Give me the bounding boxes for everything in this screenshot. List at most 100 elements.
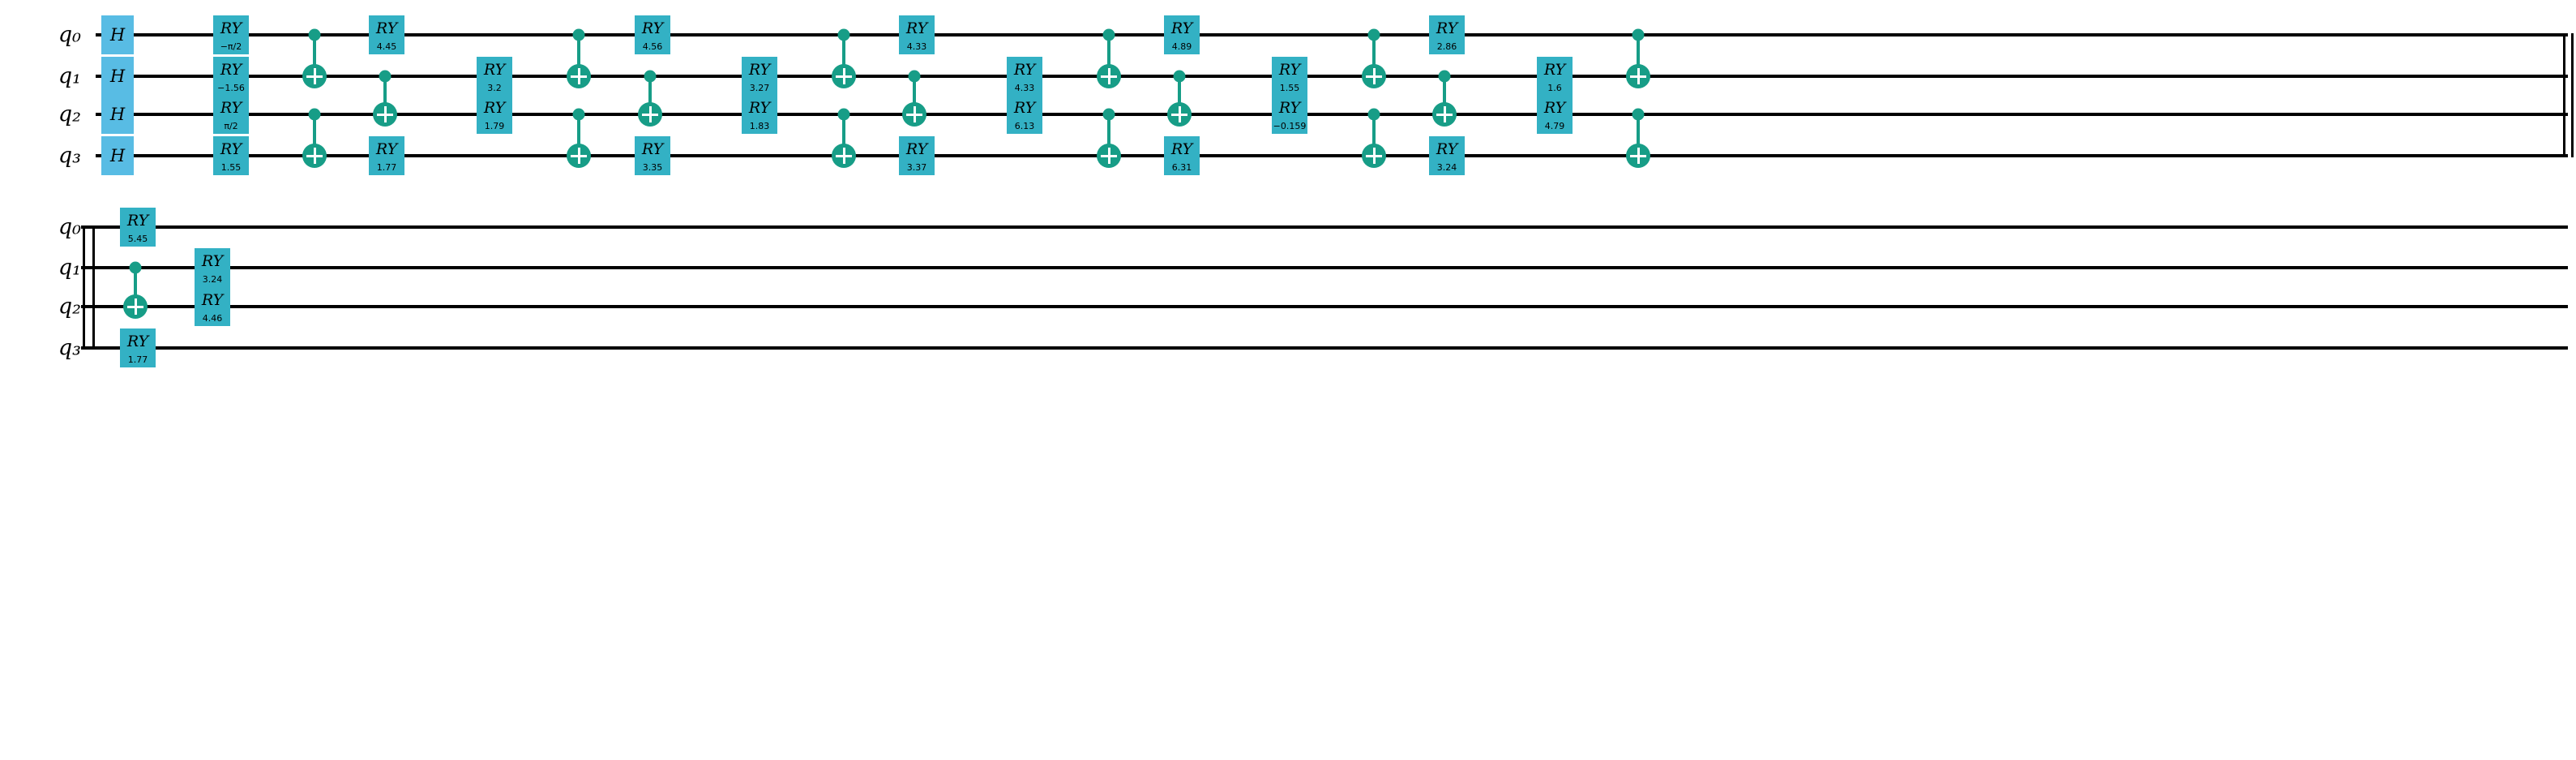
ry-gate-param: 3.27: [749, 83, 770, 93]
ry-gate-name: RY: [126, 333, 149, 350]
row1-cnot-control-dot-q2-13[interactable]: [1367, 108, 1380, 121]
ry-gate-param: 1.83: [749, 121, 770, 131]
row1-cnot-link-8: [913, 76, 916, 114]
row1-hadamard-gate-q0[interactable]: H: [101, 15, 134, 54]
row1-cnot-link-9: [1107, 35, 1110, 76]
ry-gate-name: RY: [375, 140, 398, 158]
row1-qubit-label-q2: q₂: [58, 101, 81, 127]
row1-cnot-target-q1-0[interactable]: [302, 64, 327, 88]
row1-cnot-control-dot-q0-6[interactable]: [837, 28, 850, 41]
ry-gate-name: RY: [220, 99, 242, 117]
row1-cnot-link-2: [383, 76, 387, 114]
row1-cnot-target-q2-5[interactable]: [638, 102, 662, 127]
ry-gate-param: 4.46: [202, 313, 223, 324]
row1-cnot-control-dot-q2-16[interactable]: [1632, 108, 1645, 121]
row1-cnot-target-q3-16[interactable]: [1626, 144, 1650, 168]
row1-cnot-target-q1-12[interactable]: [1362, 64, 1386, 88]
row1-cnot-control-dot-q2-4[interactable]: [572, 108, 585, 121]
row1-ry-gate-q1-1[interactable]: RY−1.56: [213, 57, 249, 96]
row1-cnot-target-q3-10[interactable]: [1097, 144, 1121, 168]
ry-gate-param: −0.159: [1273, 121, 1307, 131]
row2-wrap-bracket-1: [92, 225, 95, 350]
row1-cnot-target-q1-9[interactable]: [1097, 64, 1121, 88]
ry-gate-param: 4.45: [376, 41, 397, 52]
row1-cnot-target-q2-14[interactable]: [1432, 102, 1457, 127]
row1-cnot-target-q3-7[interactable]: [832, 144, 856, 168]
row1-cnot-control-dot-q0-0[interactable]: [308, 28, 321, 41]
row1-wrap-bracket-1: [2571, 33, 2574, 157]
row1-cnot-target-q2-2[interactable]: [373, 102, 397, 127]
row1-cnot-target-q1-6[interactable]: [832, 64, 856, 88]
ry-gate-param: 1.6: [1547, 83, 1562, 93]
row1-cnot-control-dot-q1-8[interactable]: [908, 70, 921, 83]
row2-wire-q2: [81, 305, 2568, 308]
row2-qubit-label-q3: q₃: [58, 335, 81, 361]
row2-qubit-label-q0: q₀: [58, 214, 81, 240]
row1-cnot-target-q2-8[interactable]: [902, 102, 926, 127]
row1-cnot-link-11: [1178, 76, 1181, 114]
row1-cnot-target-q3-4[interactable]: [567, 144, 591, 168]
row1-cnot-control-dot-q0-15[interactable]: [1632, 28, 1645, 41]
row1-cnot-control-dot-q1-2[interactable]: [379, 70, 392, 83]
row1-hadamard-gate-q3[interactable]: H: [101, 136, 134, 175]
ry-gate-param: 3.2: [487, 83, 502, 93]
ry-gate-name: RY: [1013, 99, 1036, 117]
row1-cnot-link-4: [577, 114, 580, 156]
row1-cnot-target-q3-13[interactable]: [1362, 144, 1386, 168]
row1-cnot-control-dot-q1-14[interactable]: [1438, 70, 1451, 83]
row1-cnot-target-q3-1[interactable]: [302, 144, 327, 168]
row1-cnot-control-dot-q0-9[interactable]: [1102, 28, 1115, 41]
row1-qubit-label-q1: q₁: [58, 63, 81, 89]
ry-gate-param: π/2: [224, 121, 238, 131]
row2-cnot-control-dot-q1-0[interactable]: [129, 261, 142, 274]
ry-gate-name: RY: [1436, 19, 1458, 37]
row1-cnot-link-5: [648, 76, 652, 114]
row1-cnot-control-dot-q2-1[interactable]: [308, 108, 321, 121]
row1-ry-gate-q2-19[interactable]: RY−0.159: [1272, 95, 1307, 134]
row1-cnot-control-dot-q2-10[interactable]: [1102, 108, 1115, 121]
row1-wire-q0: [96, 33, 2568, 36]
row1-hadamard-gate-q2[interactable]: H: [101, 95, 134, 134]
row1-cnot-control-dot-q2-7[interactable]: [837, 108, 850, 121]
ry-gate-param: −1.56: [217, 83, 245, 93]
row1-hadamard-gate-q1[interactable]: H: [101, 57, 134, 96]
row1-cnot-control-dot-q0-12[interactable]: [1367, 28, 1380, 41]
row1-cnot-target-q2-11[interactable]: [1167, 102, 1192, 127]
row1-cnot-control-dot-q0-3[interactable]: [572, 28, 585, 41]
row1-cnot-control-dot-q1-5[interactable]: [644, 70, 657, 83]
ry-gate-name: RY: [1170, 19, 1193, 37]
row1-cnot-target-q1-3[interactable]: [567, 64, 591, 88]
row1-cnot-control-dot-q1-11[interactable]: [1173, 70, 1186, 83]
ry-gate-param: 4.33: [1014, 83, 1035, 93]
ry-gate-name: RY: [905, 19, 928, 37]
ry-gate-name: RY: [905, 140, 928, 158]
row1-cnot-target-q1-15[interactable]: [1626, 64, 1650, 88]
row1-ry-gate-q2-2[interactable]: RY π/2: [213, 95, 249, 134]
row1-ry-gate-q0-0[interactable]: RY−π/2: [213, 15, 249, 54]
row2-cnot-target-q2-0[interactable]: [123, 294, 148, 319]
